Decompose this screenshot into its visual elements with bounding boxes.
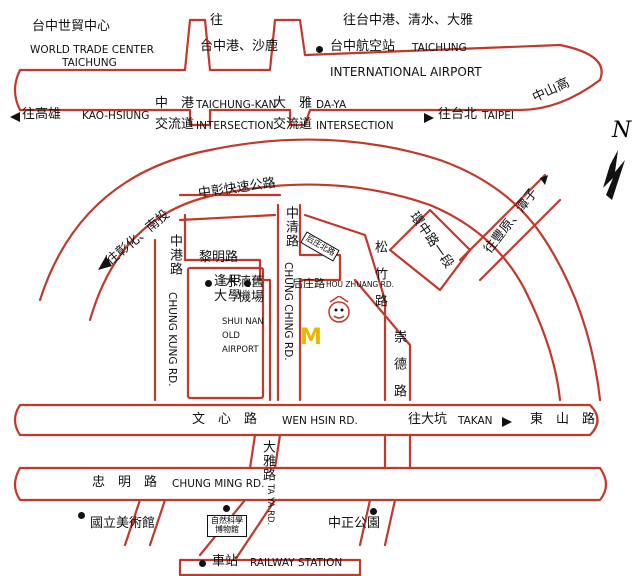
fengjia-dot (205, 280, 212, 287)
airport-dot (316, 46, 323, 53)
houzhuang-label-zh: 后庄路 (292, 277, 325, 290)
chongde-road (388, 208, 472, 292)
arrows (10, 112, 548, 427)
zhongchang-expressway (178, 193, 282, 222)
taipei-label-en: TAIPEI (482, 110, 514, 122)
shuinan-label-en3: AIRPORT (222, 345, 259, 355)
zhonggang-int-zh2: 交流道 (155, 117, 195, 132)
liming-road-label: 黎明路 (199, 250, 239, 265)
daya-int-en2: INTERSECTION (316, 120, 394, 132)
daya-road-label-en: TA YA RD. (265, 484, 275, 526)
arrow-takan (502, 417, 512, 427)
mcdonalds-logo-icon: M (300, 325, 322, 350)
science-museum-dot (223, 505, 230, 512)
zhongming-road-label-zh: 忠 明 路 (92, 475, 158, 490)
daya-road (198, 433, 282, 562)
zhonggang-road (153, 213, 272, 402)
airport-block (186, 266, 265, 400)
shuinan-label-en2: OLD (222, 331, 240, 341)
daya-int-zh1: 大 雅 (273, 96, 313, 111)
to-port-label-1: 往 (210, 13, 224, 28)
science-museum-box: 自然科學博物館 (207, 515, 247, 537)
taipei-label-zh: 往台北 (438, 107, 478, 122)
zhonggang-road-label-en: CHUNG KUNG RD. (166, 292, 178, 387)
to-port-label-2: 台中港、沙鹿 (200, 39, 279, 54)
station-label-zh: 車站 (212, 554, 239, 569)
ring-road-outer (38, 138, 602, 402)
to-airport-label: 往台中港、清水、大雅 (343, 13, 474, 28)
wtc-label-zh: 台中世貿中心 (32, 19, 111, 34)
zhonggang-int-en1: TAICHUNG-KAN (196, 99, 277, 111)
museum-road (123, 498, 167, 547)
north-arrow-icon (603, 150, 625, 200)
shuinan-label-en1: SHUI NAN (222, 317, 264, 327)
wtc-label-en2: TAICHUNG (62, 57, 117, 69)
highway-top-edge (13, 18, 603, 127)
kaohsiung-label-en: KAO-HSIUNG (82, 110, 150, 122)
zhonggang-int-zh1: 中 港 (155, 96, 195, 111)
zhongqing-road (276, 203, 342, 402)
arrow-kaohsiung (10, 112, 20, 122)
chongde-road-label: 崇德路 (390, 330, 406, 411)
zhongzheng-park-label: 中正公園 (328, 516, 381, 531)
wtc-label-en1: WORLD TRADE CENTER (30, 44, 154, 56)
wenxin-road (13, 403, 599, 437)
restaurant-mascot-icon (328, 296, 350, 323)
zhonggang-road-label-zh: 中港路 (166, 234, 182, 276)
wenxin-road-label-zh: 文 心 路 (192, 412, 258, 427)
north-label: N (612, 118, 632, 143)
songzhu-road (303, 213, 412, 402)
takan-label-en: TAKAN (458, 415, 493, 427)
daya-int-en1: DA-YA (316, 99, 347, 111)
wenxin-road-label-en: WEN HSIN RD. (282, 415, 358, 427)
airport-label-en2: INTERNATIONAL AIRPORT (330, 65, 482, 79)
shuinan-dot (244, 280, 251, 287)
station-dot (199, 560, 206, 567)
airport-label-en1: TAICHUNG (412, 42, 467, 54)
songzhu-road-label: 松竹路 (371, 240, 387, 321)
station-road (178, 558, 362, 576)
airport-label-zh: 台中航空站 (330, 39, 396, 54)
shuinan-label-zh: 水湳舊機場 (224, 275, 264, 305)
arrow-fengyuan (540, 175, 548, 185)
zhongming-road (13, 466, 608, 502)
fengyuan-road (458, 173, 562, 282)
station-label-en: RAILWAY STATION (250, 557, 343, 569)
arrow-changhua (98, 256, 112, 270)
houzhuang-label-en: HOU ZHUANG RD. (326, 280, 394, 289)
art-museum-label: 國立美術館 (90, 516, 156, 531)
daya-int-zh2: 交流道 (273, 117, 313, 132)
zhongzheng-park-dot (370, 508, 377, 515)
kaohsiung-label-zh: 往高雄 (22, 107, 62, 122)
zhonggang-int-en2: INTERSECTION (196, 120, 274, 132)
zhongqing-road-label-zh: 中清路 (282, 206, 298, 248)
daya-road-label-zh: 大雅路 (259, 440, 275, 482)
chongde-south (358, 433, 412, 547)
dongshan-road-label: 東 山 路 (530, 412, 596, 427)
art-museum-dot (78, 512, 85, 519)
arrow-taipei (424, 113, 434, 123)
takan-label-zh: 往大坑 (408, 412, 448, 427)
fengjia-label: 逢甲大學 (214, 274, 243, 304)
zhongming-road-label-en: CHUNG MING RD. (172, 478, 265, 490)
ring-road-inner (88, 183, 562, 402)
